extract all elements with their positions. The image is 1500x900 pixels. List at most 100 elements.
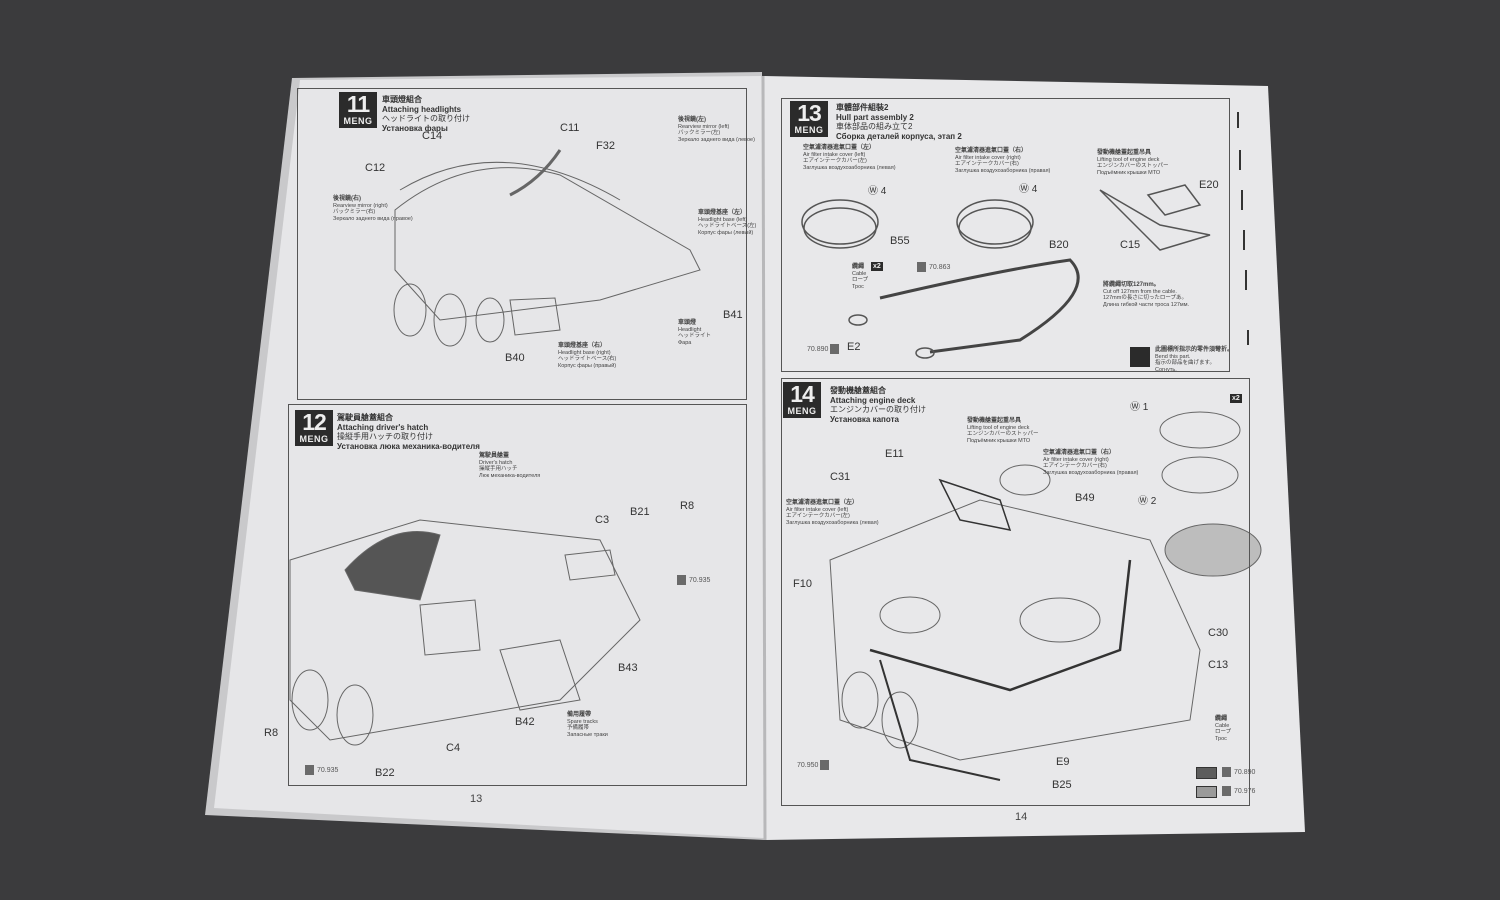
w-marker: Ⓦ 1 (1130, 402, 1149, 413)
tank-drawing-step12 (289, 519, 641, 746)
part-label: F32 (596, 140, 615, 152)
title-zh: 車體部件組裝2 (836, 103, 889, 112)
paint-code: 70.950 (797, 760, 832, 770)
step-14-panel (781, 378, 1250, 806)
part-label: B41 (723, 309, 743, 321)
title-ru: Установка капота (830, 414, 899, 424)
title-en: Attaching driver's hatch (337, 422, 429, 432)
page-number-left: 13 (470, 793, 483, 805)
brush-icon (1222, 767, 1231, 777)
paint-code: 70.890 (1222, 767, 1255, 777)
spine (761, 75, 767, 841)
step-14-badge: 14 MENG (783, 382, 821, 418)
title-ru: Установка фары (382, 123, 448, 133)
part-label: E20 (1199, 179, 1219, 191)
part-label: C15 (1120, 239, 1141, 251)
step-number: 12 (302, 409, 327, 435)
part-label: B21 (630, 506, 650, 518)
note-headlight-base-right: 車頭燈基座（右）Headlight base (right)ヘッドライトベース(… (558, 343, 617, 369)
part-label: C12 (365, 162, 386, 174)
title-zh: 車頭燈組合 (382, 95, 422, 104)
w-marker: Ⓦ 2 (1138, 496, 1157, 507)
part-label: B22 (375, 767, 395, 779)
left-page (214, 76, 764, 838)
part-label: E11 (885, 448, 904, 460)
title-ru: Установка люка механика-водителя (337, 441, 480, 451)
meng-logo: MENG (794, 125, 824, 135)
brush-icon (305, 765, 314, 775)
tank-drawing-step11 (393, 149, 701, 347)
part-label: C4 (446, 742, 461, 754)
step-number: 13 (797, 100, 822, 126)
step-13-panel (781, 98, 1230, 372)
quantity-badge: x2 (871, 262, 883, 271)
title-ja: ヘッドライトの取り付け (382, 114, 470, 123)
part-label: C30 (1208, 627, 1229, 639)
quantity-badge: x2 (1230, 394, 1242, 403)
tank-drawing-step14 (829, 411, 1262, 781)
part-label: C13 (1208, 659, 1229, 671)
step-11-badge: 11 MENG (339, 92, 377, 128)
note-intake-right: 空氣濾清器進氣口蓋（右）Air filter intake cover (rig… (955, 148, 1051, 174)
right-page (764, 76, 1305, 840)
title-zh: 發動機艙蓋組合 (830, 386, 886, 395)
step-number: 14 (790, 381, 815, 407)
title-ja: エンジンカバーの取り付け (830, 405, 926, 414)
step-12-title: 駕駛員艙蓋組合 Attaching driver's hatch 操縦手用ハッチ… (337, 413, 480, 451)
title-ja: 車体部品の組み立て2 (836, 122, 913, 131)
part-label: B49 (1075, 492, 1095, 504)
title-en: Hull part assembly 2 (836, 112, 914, 122)
step-13-badge: 13 MENG (790, 101, 828, 137)
part-label: C3 (595, 514, 610, 526)
paint-code: 70.976 (1222, 786, 1255, 796)
part-label: B42 (515, 716, 535, 728)
note-bend: 此圖標所指示的零件須彎折。Bend this part.指示の部品を曲げます。С… (1155, 347, 1234, 373)
note-cut-cable: 將纜繩切取127mm。Cut off 127mm from the cable.… (1103, 282, 1190, 308)
note-intake-left: 空氣濾清器進氣口蓋（左）Air filter intake cover (lef… (803, 145, 896, 171)
color-swatch (1196, 786, 1217, 798)
note-intake-right: 空氣濾清器進氣口蓋（右）Air filter intake cover (rig… (1043, 450, 1139, 476)
color-swatch (1196, 767, 1217, 779)
bend-icon (1130, 347, 1150, 367)
edge-marks (1237, 112, 1249, 345)
page-number-right: 14 (1015, 811, 1028, 823)
part-label: C11 (560, 122, 580, 134)
part-label: C14 (422, 130, 443, 142)
part-label: R8 (264, 727, 279, 739)
title-en: Attaching engine deck (830, 395, 916, 405)
step-12-badge: 12 MENG (295, 410, 333, 446)
brush-icon (820, 760, 830, 770)
meng-logo: MENG (343, 116, 373, 126)
brush-icon (917, 262, 926, 272)
step-13-title: 車體部件組裝2 Hull part assembly 2 車体部品の組み立て2 … (836, 103, 962, 141)
w-marker: Ⓦ 4 (868, 186, 887, 197)
part-label: B43 (618, 662, 638, 674)
step-12-panel (288, 404, 747, 786)
part-label: C31 (830, 471, 851, 483)
note-intake-left: 空氣濾清器進氣口蓋（左）Air filter intake cover (lef… (786, 500, 879, 526)
brush-icon (677, 575, 686, 585)
note-rearview-left: 後視鏡(左)Rearview mirror (left)バックミラー(左)Зер… (678, 117, 755, 143)
meng-logo: MENG (299, 434, 329, 444)
step-number: 11 (346, 91, 370, 117)
part-label: E2 (847, 341, 861, 353)
brush-icon (1222, 786, 1231, 796)
brush-icon (830, 344, 840, 354)
paint-code: 70.863 (917, 262, 950, 272)
title-en: Attaching headlights (382, 104, 462, 114)
part-label: E9 (1056, 756, 1070, 768)
w-marker: Ⓦ 4 (1019, 184, 1038, 195)
part-label: B20 (1049, 239, 1069, 251)
paint-code: 70.935 (677, 575, 710, 585)
part-drawings-step13 (801, 184, 1211, 359)
part-label: R8 (680, 500, 695, 512)
paint-code: 70.890 (807, 344, 842, 354)
